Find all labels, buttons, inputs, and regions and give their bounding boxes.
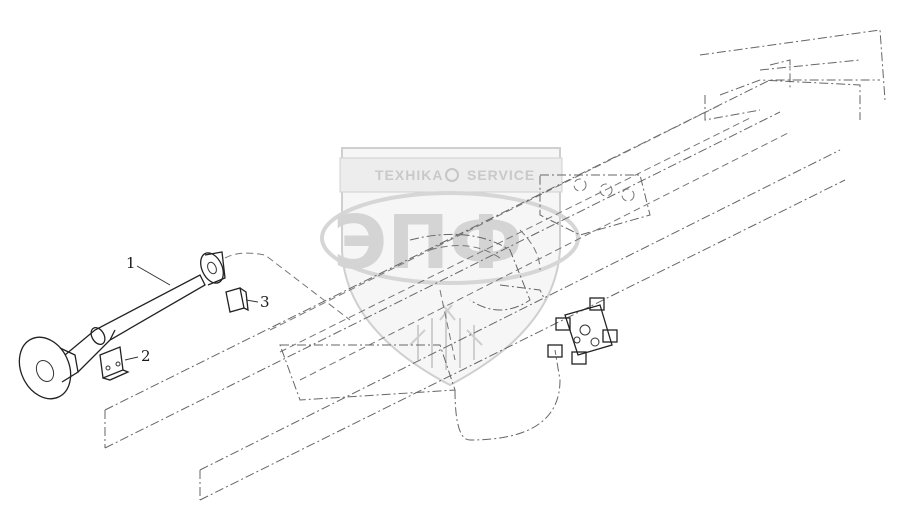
gear-icon bbox=[445, 168, 459, 182]
callout-2-label: 2 bbox=[141, 347, 151, 365]
part-1-tube[interactable] bbox=[10, 249, 228, 407]
part-3-clip[interactable] bbox=[225, 287, 249, 313]
watermark-logo: TEXHIKA SERVICE ЭПФ bbox=[320, 147, 580, 387]
watermark-big-letters: ЭПФ bbox=[333, 200, 523, 286]
callout-1: 1 bbox=[126, 254, 171, 286]
wheat-icon bbox=[409, 304, 483, 370]
chassis-frame-phantom bbox=[104, 29, 886, 501]
callout-1-label: 1 bbox=[126, 254, 136, 272]
callout-2: 2 bbox=[124, 347, 151, 365]
part-2-bracket[interactable] bbox=[99, 346, 130, 381]
watermark-left-word: TEXHIKA bbox=[375, 167, 443, 183]
callout-3: 3 bbox=[245, 293, 270, 311]
valve-block[interactable] bbox=[547, 297, 618, 365]
callout-3-label: 3 bbox=[260, 293, 270, 311]
watermark-right-word: SERVICE bbox=[467, 167, 535, 183]
